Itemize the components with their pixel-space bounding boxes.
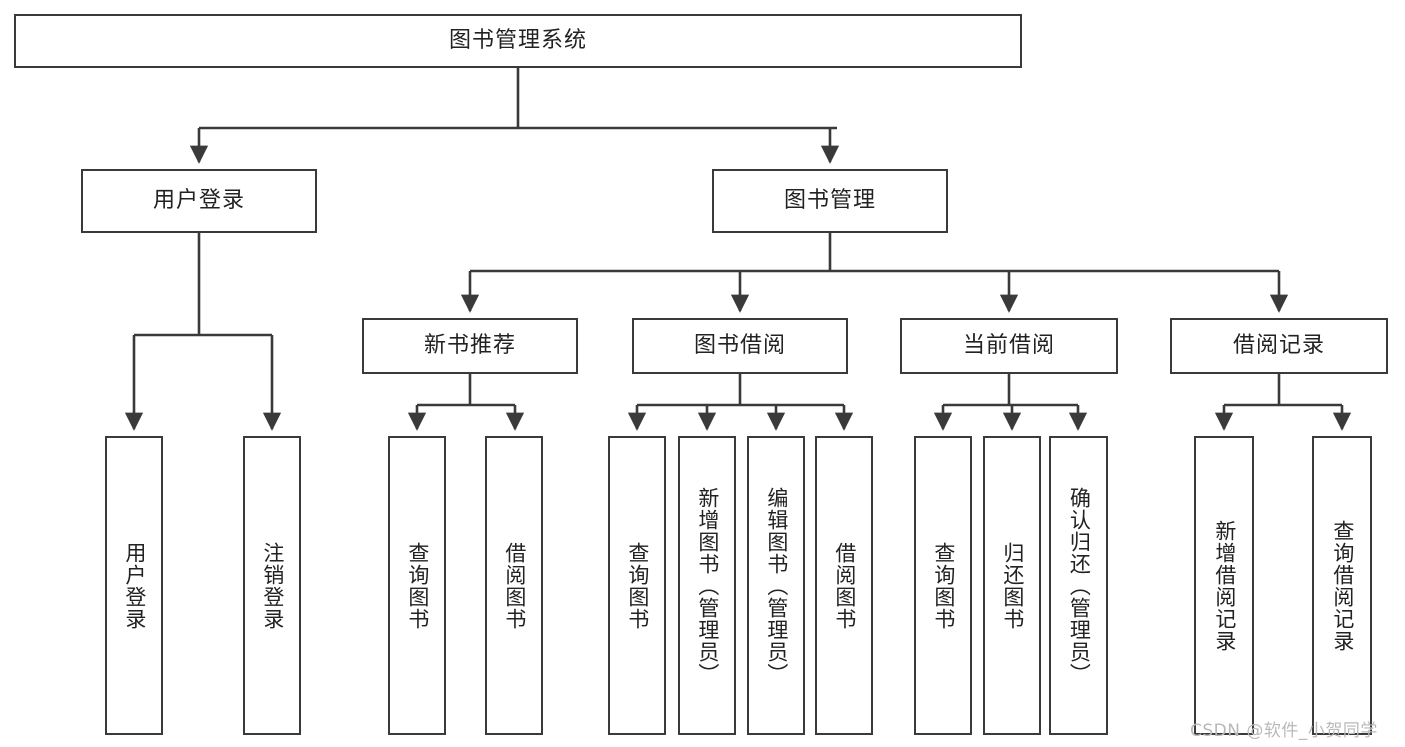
leaf-node[interactable]: 借阅图书 (815, 436, 873, 735)
node-new-book-recommend-label: 新书推荐 (423, 332, 516, 358)
leaf-node-label: 查询图书 (405, 541, 430, 630)
node-borrow-record[interactable]: 借阅记录 (1170, 318, 1388, 374)
leaf-node-label: 新增借阅记录 (1212, 519, 1237, 652)
leaf-node[interactable]: 查询借阅记录 (1312, 436, 1372, 735)
leaf-node[interactable]: 查询图书 (388, 436, 446, 735)
leaf-node[interactable]: 编辑图书（管理员） (747, 436, 805, 735)
node-borrow-record-label: 借阅记录 (1232, 332, 1325, 358)
leaf-node[interactable]: 查询图书 (608, 436, 666, 735)
leaf-node-label: 新增图书（管理员） (695, 486, 720, 685)
node-current-borrow-label: 当前借阅 (962, 332, 1055, 358)
node-current-borrow[interactable]: 当前借阅 (900, 318, 1118, 374)
leaf-node[interactable]: 借阅图书 (485, 436, 543, 735)
leaf-node[interactable]: 新增借阅记录 (1194, 436, 1254, 735)
leaf-node[interactable]: 查询图书 (914, 436, 972, 735)
node-user-login-label: 用户登录 (152, 187, 245, 213)
leaf-node-label: 确认归还（管理员） (1067, 486, 1092, 685)
node-user-login[interactable]: 用户登录 (81, 169, 317, 233)
leaf-node-label: 查询图书 (931, 541, 956, 630)
node-root[interactable]: 图书管理系统 (14, 14, 1022, 68)
leaf-node[interactable]: 用户登录 (105, 436, 163, 735)
leaf-node[interactable]: 确认归还（管理员） (1049, 436, 1108, 735)
node-book-borrow[interactable]: 图书借阅 (632, 318, 848, 374)
leaf-node-label: 归还图书 (1000, 541, 1025, 630)
leaf-node-label: 借阅图书 (502, 541, 527, 630)
leaf-node-label: 编辑图书（管理员） (764, 486, 789, 685)
node-book-borrow-label: 图书借阅 (693, 332, 786, 358)
leaf-node-label: 用户登录 (122, 541, 147, 630)
leaf-node-label: 注销登录 (260, 541, 285, 630)
leaf-node[interactable]: 新增图书（管理员） (678, 436, 736, 735)
node-new-book-recommend[interactable]: 新书推荐 (362, 318, 578, 374)
node-book-management[interactable]: 图书管理 (712, 169, 948, 233)
leaf-node-label: 借阅图书 (832, 541, 857, 630)
leaf-node[interactable]: 注销登录 (243, 436, 301, 735)
node-book-management-label: 图书管理 (783, 187, 876, 213)
leaf-node[interactable]: 归还图书 (983, 436, 1041, 735)
node-root-label: 图书管理系统 (448, 27, 587, 53)
leaf-node-label: 查询借阅记录 (1330, 519, 1355, 652)
leaf-node-label: 查询图书 (625, 541, 650, 630)
csdn-watermark: CSDN @软件_小贺同学 (1190, 721, 1378, 741)
